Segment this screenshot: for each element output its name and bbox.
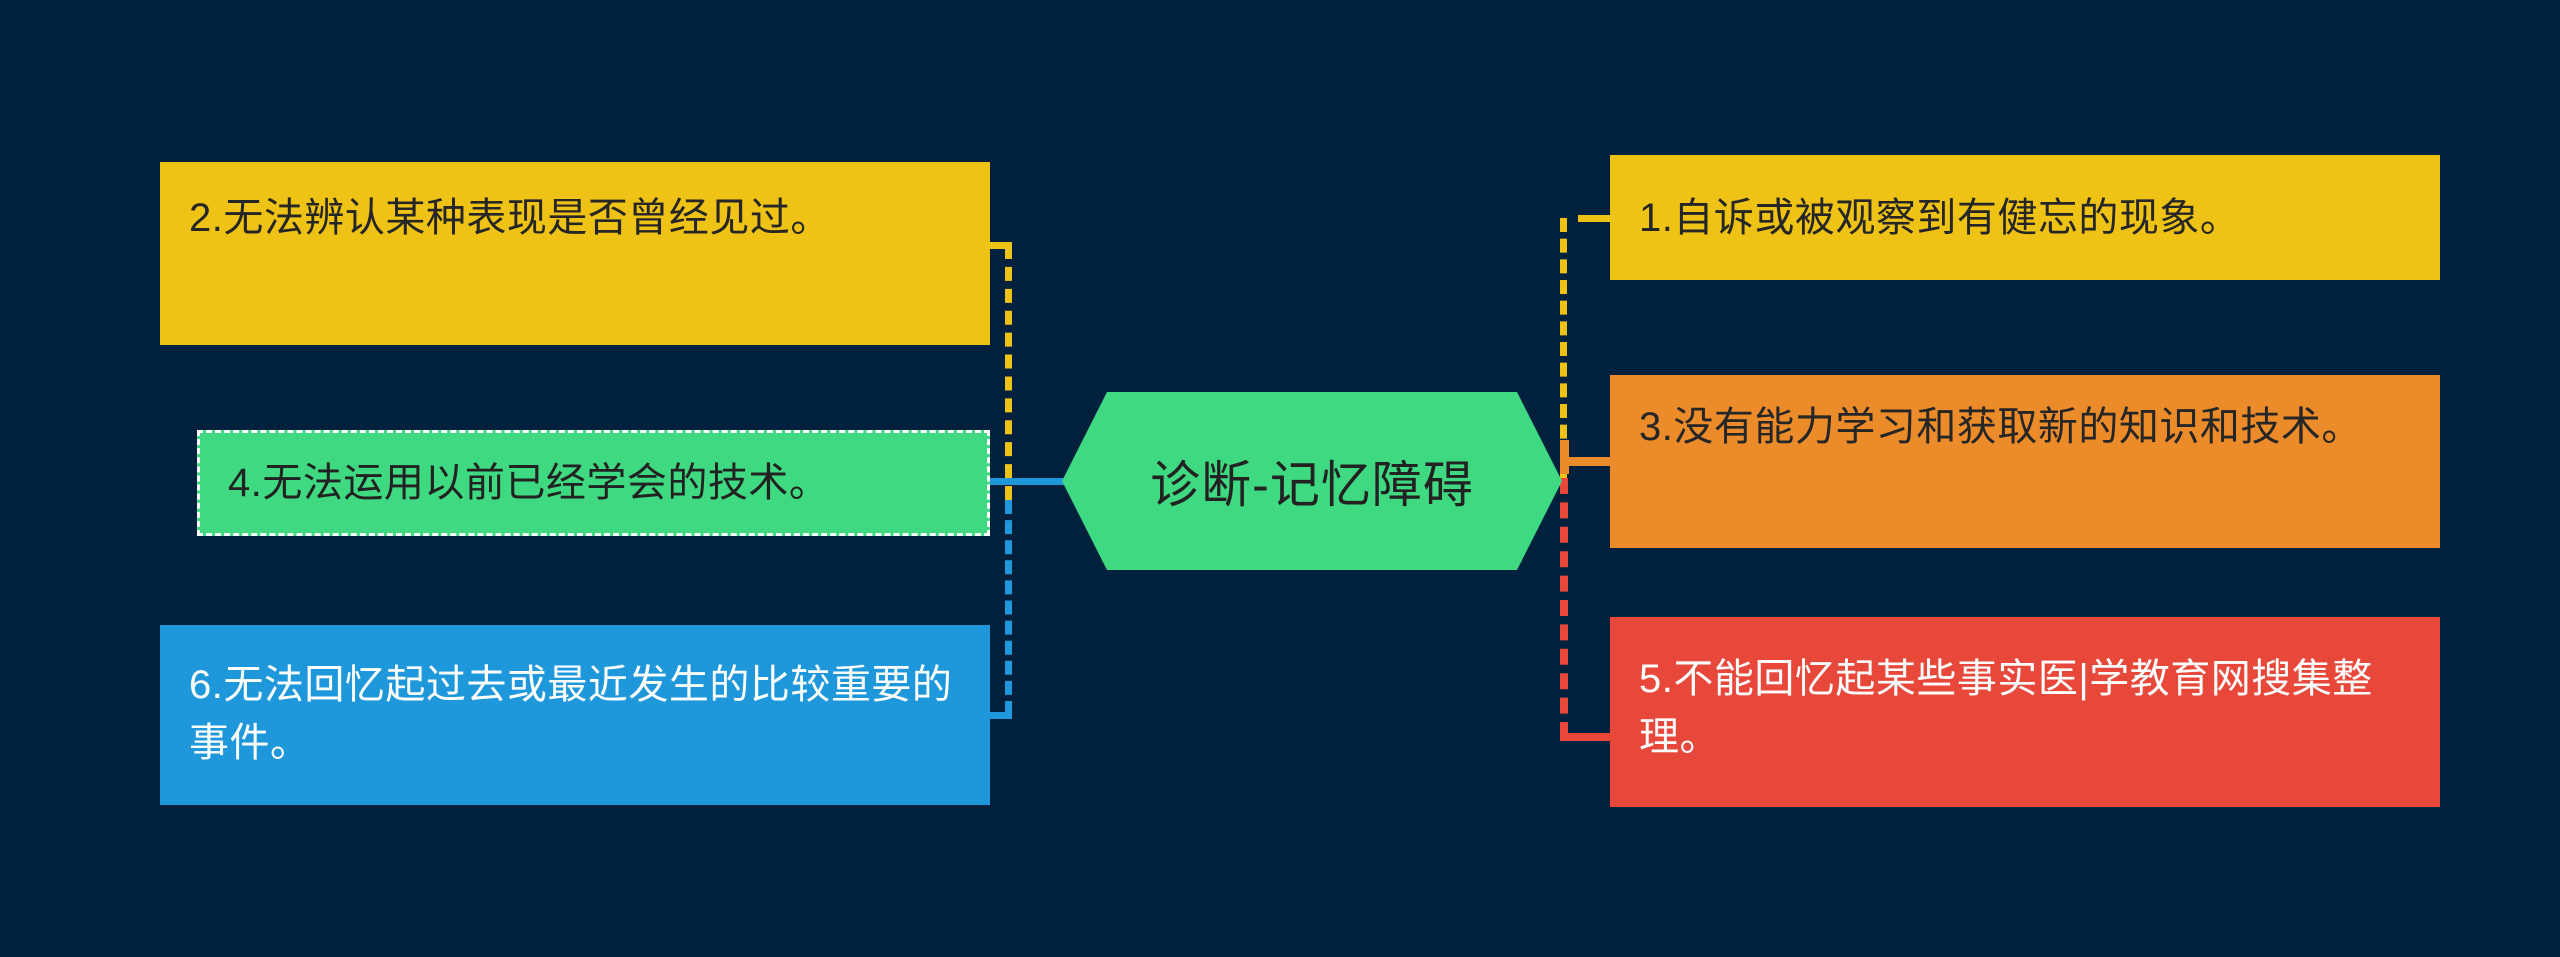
connector-right-red-line bbox=[1560, 478, 1568, 738]
node-5-label: 5.不能回忆起某些事实医|学教育网搜集整理。 bbox=[1639, 657, 2373, 759]
node-5-box[interactable]: 5.不能回忆起某些事实医|学教育网搜集整理。 bbox=[1610, 617, 2440, 807]
connector-left-blue-line bbox=[1005, 500, 1012, 715]
center-node-label: 诊断-记忆障碍 bbox=[1150, 457, 1474, 513]
connector-left-blue-stub bbox=[990, 712, 1012, 719]
connector-right-yellow-stub bbox=[1578, 215, 1612, 222]
node-2-label: 2.无法辨认某种表现是否曾经见过。 bbox=[189, 196, 831, 240]
connector-right-yellow-line bbox=[1560, 218, 1567, 480]
node-4-label: 4.无法运用以前已经学会的技术。 bbox=[228, 461, 830, 505]
connector-left-center-stub bbox=[990, 478, 1068, 485]
node-3-label: 3.没有能力学习和获取新的知识和技术。 bbox=[1639, 405, 2362, 449]
node-1-label: 1.自诉或被观察到有健忘的现象。 bbox=[1639, 195, 2241, 240]
node-6-label: 6.无法回忆起过去或最近发生的比较重要的事件。 bbox=[189, 663, 953, 765]
connector-right-red-stub-box bbox=[1560, 733, 1612, 741]
node-6-box[interactable]: 6.无法回忆起过去或最近发生的比较重要的事件。 bbox=[160, 625, 990, 805]
node-3-box[interactable]: 3.没有能力学习和获取新的知识和技术。 bbox=[1610, 375, 2440, 548]
node-1-box[interactable]: 1.自诉或被观察到有健忘的现象。 bbox=[1610, 155, 2440, 280]
node-2-box[interactable]: 2.无法辨认某种表现是否曾经见过。 bbox=[160, 162, 990, 345]
center-node-hexagon[interactable]: 诊断-记忆障碍 bbox=[1062, 392, 1562, 570]
connector-left-yellow-stub bbox=[990, 242, 1012, 249]
connector-left-yellow-line bbox=[1005, 245, 1012, 500]
connector-right-orange-stub bbox=[1560, 457, 1612, 466]
node-4-box[interactable]: 4.无法运用以前已经学会的技术。 bbox=[197, 430, 990, 536]
